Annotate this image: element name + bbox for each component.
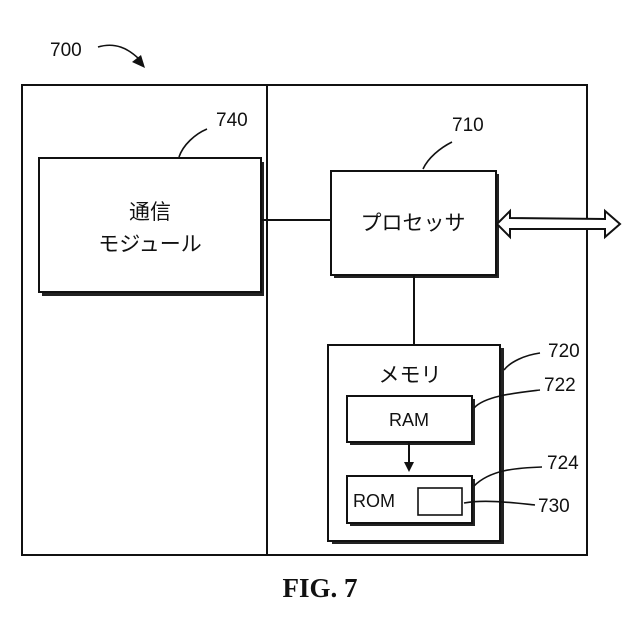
ram-ref: 722 xyxy=(544,375,576,396)
rom-ref: 724 xyxy=(547,453,579,474)
comm-module-block xyxy=(39,158,261,292)
processor-ref: 710 xyxy=(452,115,484,136)
rom-stored-item xyxy=(418,488,462,515)
rom-item-ref: 730 xyxy=(538,496,570,517)
system-ref-arrow xyxy=(98,45,140,60)
processor-label: プロセッサ xyxy=(361,211,466,235)
system-ref-label: 700 xyxy=(50,40,82,61)
comm-module-leader xyxy=(179,129,207,157)
figure-caption: FIG. 7 xyxy=(282,573,357,603)
memory-leader xyxy=(504,353,540,370)
ram-label: RAM xyxy=(389,410,429,430)
io-bidirectional-arrow xyxy=(497,211,620,237)
memory-ref: 720 xyxy=(548,341,580,362)
memory-label: メモリ xyxy=(379,363,442,387)
comm-module-label-1: 通信 xyxy=(129,200,171,224)
system-arrowhead-icon xyxy=(132,55,145,68)
comm-module-ref: 740 xyxy=(216,110,248,131)
rom-label: ROM xyxy=(353,491,395,511)
system-boundary xyxy=(22,85,267,555)
processor-leader xyxy=(423,142,452,169)
comm-module-label-2: モジュール xyxy=(98,232,202,256)
